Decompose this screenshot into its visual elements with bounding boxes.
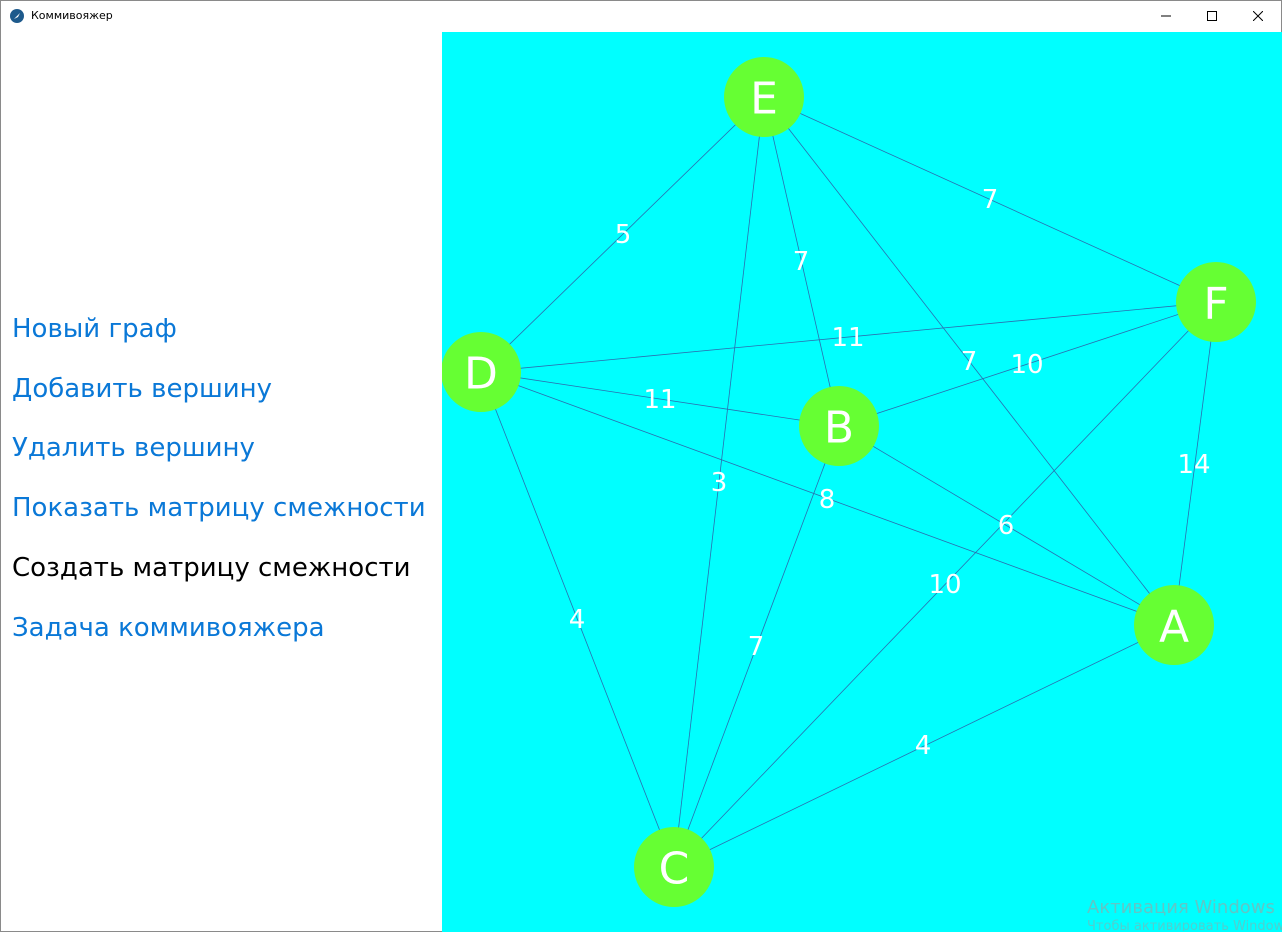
edge-E-B <box>763 96 840 427</box>
vertex-circle[interactable] <box>724 57 804 137</box>
edges-layer <box>480 96 1217 868</box>
maximize-icon <box>1207 11 1217 21</box>
edge-C-A <box>673 624 1175 868</box>
edge-B-A <box>838 425 1175 626</box>
vertex-label: F <box>1203 279 1228 330</box>
graph-drawing: 5 7 7 7 3 11 10 11 14 8 6 10 4 7 4 A B C D E F <box>442 57 1256 907</box>
maximize-button[interactable] <box>1189 1 1235 31</box>
vertex-label: C <box>659 844 690 895</box>
nodes-layer: A B C D E F <box>442 57 1256 907</box>
edge-labels-layer: 5 7 7 7 3 11 10 11 14 8 6 10 4 7 4 <box>569 185 1211 761</box>
vertex-circle[interactable] <box>1176 262 1256 342</box>
edge-F-A <box>1173 301 1217 626</box>
menu-item-5[interactable]: Создать матрицу смежности <box>12 553 411 583</box>
vertex-circle[interactable] <box>1134 585 1214 665</box>
menu-item-3[interactable]: Удалить вершину <box>12 433 255 463</box>
edge-D-B <box>480 371 840 427</box>
minimize-icon <box>1161 15 1171 17</box>
menu-item-1[interactable]: Новый граф <box>12 314 177 344</box>
vertex-label: A <box>1159 602 1189 653</box>
vertex-B[interactable]: B <box>799 386 879 466</box>
edge-weight-D-C: 4 <box>569 605 586 635</box>
edge-E-A <box>763 96 1175 626</box>
menu-item-6[interactable]: Задача коммивояжера <box>12 613 325 643</box>
edge-weight-F-A: 14 <box>1177 450 1210 480</box>
minimize-button[interactable] <box>1143 1 1189 31</box>
close-button[interactable] <box>1235 1 1281 31</box>
edge-weight-D-E: 5 <box>615 220 632 250</box>
edge-B-F <box>838 301 1217 427</box>
edge-weight-E-F: 7 <box>982 185 999 215</box>
edge-D-C <box>480 371 675 868</box>
edge-weight-B-A: 6 <box>998 511 1015 541</box>
close-icon <box>1253 11 1263 21</box>
vertex-C[interactable]: C <box>634 827 714 907</box>
vertex-A[interactable]: A <box>1134 585 1214 665</box>
app-logo-icon <box>10 9 24 23</box>
edge-B-C <box>673 425 840 868</box>
edge-weight-D-B: 11 <box>643 385 676 415</box>
graph-canvas[interactable]: 5 7 7 7 3 11 10 11 14 8 6 10 4 7 4 A B C D E F <box>442 32 1282 932</box>
edge-weight-E-C: 3 <box>711 468 728 498</box>
edge-weight-B-F: 10 <box>1010 350 1043 380</box>
menu-item-2[interactable]: Добавить вершину <box>12 374 273 404</box>
edge-E-F <box>763 96 1217 303</box>
edge-weight-E-B: 7 <box>793 247 810 277</box>
vertex-D[interactable]: D <box>442 332 521 412</box>
vertex-circle[interactable] <box>634 827 714 907</box>
edge-weight-D-A: 8 <box>819 485 836 515</box>
vertex-circle[interactable] <box>442 332 521 412</box>
vertex-circle[interactable] <box>799 386 879 466</box>
edge-weight-F-C: 10 <box>928 570 961 600</box>
vertex-label: E <box>750 74 778 125</box>
edge-weight-B-C: 7 <box>748 632 765 662</box>
window-title: Коммивояжер <box>31 9 113 22</box>
edge-E-C <box>673 96 765 868</box>
vertex-F[interactable]: F <box>1176 262 1256 342</box>
edge-D-A <box>480 371 1175 626</box>
edge-weight-E-A: 7 <box>961 347 978 377</box>
vertex-label: D <box>464 349 498 400</box>
edge-weight-C-A: 4 <box>915 731 932 761</box>
edge-D-E <box>480 96 765 373</box>
vertex-label: B <box>824 403 854 454</box>
title-bar[interactable]: Коммивояжер <box>1 1 1281 31</box>
edge-weight-D-F: 11 <box>831 323 864 353</box>
activation-watermark: Активация Windows <box>1087 897 1275 918</box>
vertex-E[interactable]: E <box>724 57 804 137</box>
activation-watermark-subtext: Чтобы активировать Windows <box>1087 919 1282 931</box>
edge-F-C <box>673 301 1217 868</box>
menu-item-4[interactable]: Показать матрицу смежности <box>12 493 426 523</box>
edge-D-F <box>480 301 1217 373</box>
